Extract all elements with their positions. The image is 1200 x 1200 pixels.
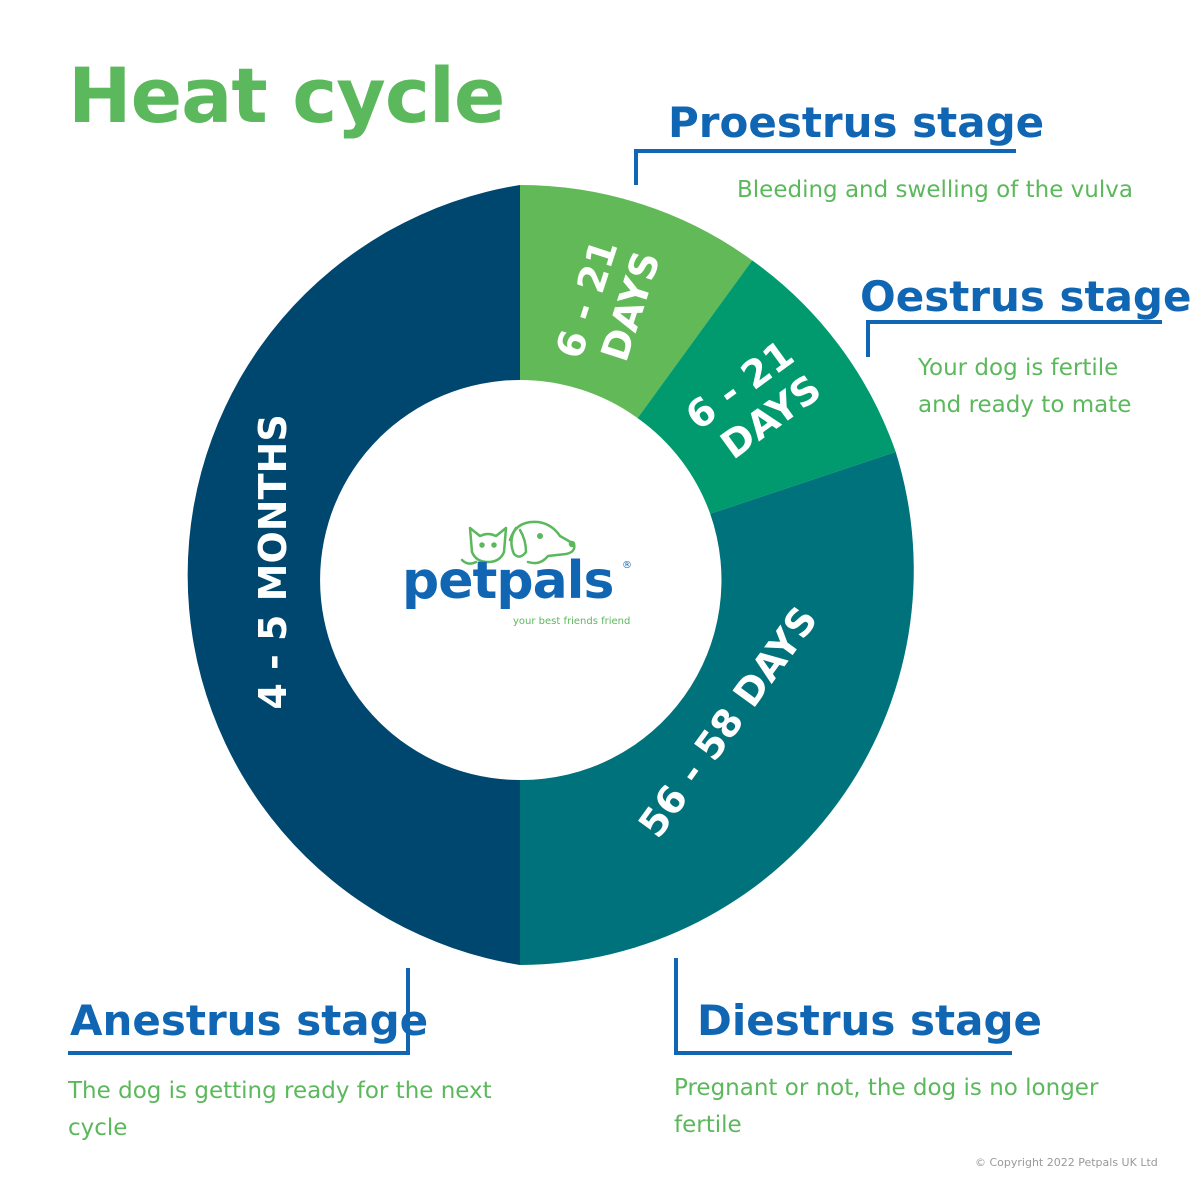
oestrus-description-line: Your dog is fertile bbox=[918, 355, 1119, 381]
diestrus-segment bbox=[520, 451, 914, 965]
copyright-notice: © Copyright 2022 Petpals UK Ltd bbox=[975, 1156, 1158, 1169]
diestrus-description: Pregnant or not, the dog is no longer fe… bbox=[674, 1070, 1098, 1144]
anestrus-callout-line bbox=[68, 968, 410, 1055]
anestrus-description-line: The dog is getting ready for the next bbox=[68, 1078, 492, 1104]
registered-mark: ® bbox=[622, 560, 632, 571]
proestrus-stage-title: Proestrus stage bbox=[668, 98, 1045, 147]
oestrus-description: Your dog is fertile and ready to mate bbox=[918, 350, 1131, 424]
proestrus-description: Bleeding and swelling of the vulva bbox=[737, 177, 1133, 203]
anestrus-stage-title: Anestrus stage bbox=[70, 996, 429, 1045]
petpals-logo-text: petpals bbox=[402, 551, 614, 611]
cat-dog-logo-icon bbox=[460, 520, 576, 565]
oestrus-callout-line bbox=[866, 320, 1162, 357]
oestrus-segment bbox=[637, 260, 896, 514]
anestrus-duration-label: 4 - 5 MONTHS bbox=[251, 414, 295, 709]
anestrus-segment bbox=[187, 185, 521, 965]
diestrus-callout-line bbox=[674, 958, 1012, 1055]
diestrus-description-line: fertile bbox=[674, 1111, 742, 1138]
petpals-tagline: your best friends friend bbox=[513, 616, 631, 627]
anestrus-description: The dog is getting ready for the next cy… bbox=[68, 1073, 492, 1147]
anestrus-description-line: cycle bbox=[68, 1114, 128, 1141]
oestrus-description-line: and ready to mate bbox=[918, 391, 1132, 418]
diestrus-stage-title: Diestrus stage bbox=[697, 996, 1043, 1045]
page-title: Heat cycle bbox=[68, 51, 505, 140]
proestrus-callout-line bbox=[634, 149, 1016, 185]
proestrus-segment bbox=[520, 184, 753, 419]
diestrus-description-line: Pregnant or not, the dog is no longer bbox=[674, 1075, 1099, 1101]
oestrus-stage-title: Oestrus stage bbox=[860, 272, 1192, 321]
